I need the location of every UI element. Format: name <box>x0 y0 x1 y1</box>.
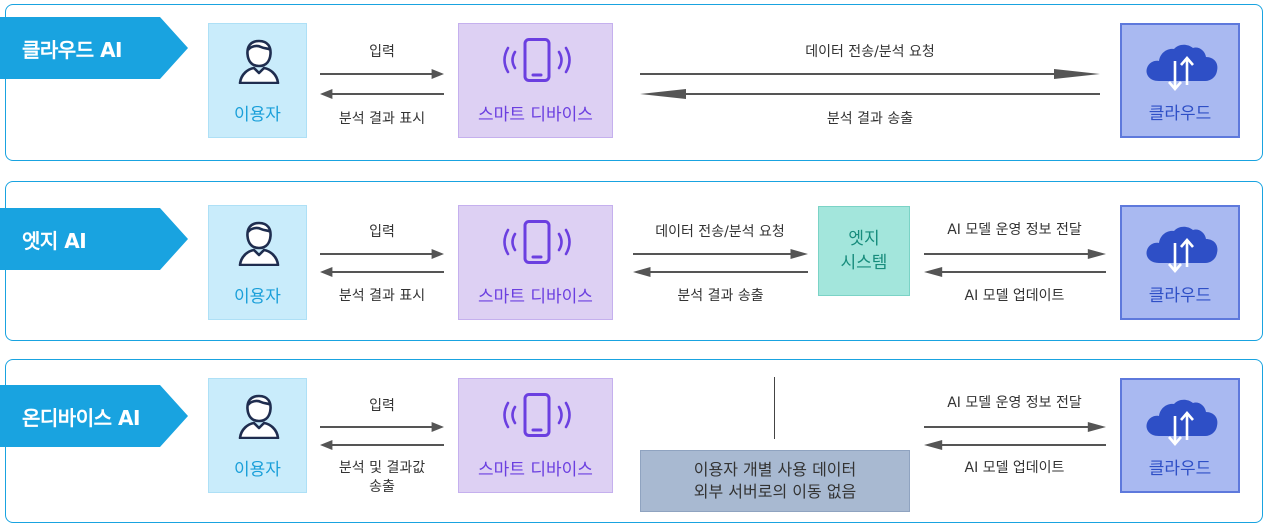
user-box: 이용자 <box>208 378 307 493</box>
result-display-arrow <box>320 88 444 100</box>
device-label: 스마트 디바이스 <box>478 105 593 125</box>
privacy-notice-box: 이용자 개별 사용 데이터 외부 서버로의 이동 없음 <box>640 450 910 512</box>
input-arrow <box>320 248 444 260</box>
cloud-box: 클라우드 <box>1120 23 1240 138</box>
model-info-arrow <box>924 248 1106 260</box>
input-arrow <box>320 68 444 80</box>
cloud-label: 클라우드 <box>1148 286 1212 306</box>
result-send-label-line1: 분석 및 결과값 <box>338 460 426 476</box>
model-info-label: AI 모델 운영 정보 전달 <box>947 395 1082 411</box>
user-box: 이용자 <box>208 205 307 320</box>
result-display-label: 분석 결과 표시 <box>338 111 426 127</box>
cloud-sync-icon <box>1141 41 1221 91</box>
device-box: 스마트 디바이스 <box>458 23 613 138</box>
cloud-box: 클라우드 <box>1120 205 1240 320</box>
user-label: 이용자 <box>234 287 281 307</box>
edge-ai-tag-label: 엣지 AI <box>22 228 87 253</box>
input-label: 입력 <box>369 224 395 240</box>
cloud-ai-tag-label: 클라우드 AI <box>22 37 122 62</box>
result-display-label: 분석 결과 표시 <box>338 288 426 304</box>
data-request-label: 데이터 전송/분석 요청 <box>805 44 935 60</box>
data-request-label: 데이터 전송/분석 요청 <box>655 224 785 240</box>
cloud-label: 클라우드 <box>1148 459 1212 479</box>
cloud-label: 클라우드 <box>1148 104 1212 124</box>
cloud-box: 클라우드 <box>1120 378 1240 493</box>
divider-line <box>774 377 775 439</box>
smartphone-vibrate-icon <box>495 38 579 82</box>
on-device-ai-tag-label: 온디바이스 AI <box>22 405 140 430</box>
model-update-arrow <box>924 266 1106 278</box>
cloud-ai-panel <box>5 4 1263 161</box>
cloud-sync-icon <box>1141 223 1221 273</box>
device-box: 스마트 디바이스 <box>458 378 613 493</box>
edge-ai-panel <box>5 181 1263 341</box>
smartphone-vibrate-icon <box>495 393 579 437</box>
result-send-arrow <box>640 88 1100 100</box>
privacy-notice-line2: 외부 서버로의 이동 없음 <box>693 482 857 501</box>
model-update-arrow <box>924 439 1106 451</box>
edge-system-box: 엣지 시스템 <box>818 206 910 296</box>
model-info-arrow <box>924 421 1106 433</box>
result-send-label: 분석 결과 송출 <box>677 288 764 304</box>
user-box: 이용자 <box>208 23 307 138</box>
data-request-arrow <box>640 68 1100 80</box>
device-label: 스마트 디바이스 <box>478 287 593 307</box>
input-label: 입력 <box>369 44 395 60</box>
input-arrow <box>320 421 444 433</box>
result-send-label-line2: 송출 <box>369 479 395 495</box>
model-update-label: AI 모델 업데이트 <box>964 288 1065 304</box>
cloud-ai-tag: 클라우드 AI <box>0 17 188 79</box>
edge-system-label-line2: 시스템 <box>840 253 888 273</box>
data-request-arrow <box>633 248 808 260</box>
user-label: 이용자 <box>234 460 281 480</box>
person-icon <box>237 38 281 84</box>
result-send-label: 분석 결과 송출 <box>826 111 914 127</box>
model-update-label: AI 모델 업데이트 <box>964 460 1065 476</box>
result-send-arrow <box>633 266 808 278</box>
device-label: 스마트 디바이스 <box>478 460 593 480</box>
device-box: 스마트 디바이스 <box>458 205 613 320</box>
person-icon <box>237 220 281 266</box>
edge-ai-tag: 엣지 AI <box>0 208 188 270</box>
input-label: 입력 <box>369 398 395 414</box>
privacy-notice-line1: 이용자 개별 사용 데이터 <box>693 460 857 479</box>
user-label: 이용자 <box>234 105 281 125</box>
result-display-arrow <box>320 266 444 278</box>
model-info-label: AI 모델 운영 정보 전달 <box>947 222 1082 238</box>
edge-system-label-line1: 엣지 <box>848 229 880 249</box>
smartphone-vibrate-icon <box>495 220 579 264</box>
cloud-sync-icon <box>1141 396 1221 446</box>
result-send-arrow <box>320 439 444 451</box>
on-device-ai-tag: 온디바이스 AI <box>0 385 188 447</box>
person-icon <box>237 393 281 439</box>
